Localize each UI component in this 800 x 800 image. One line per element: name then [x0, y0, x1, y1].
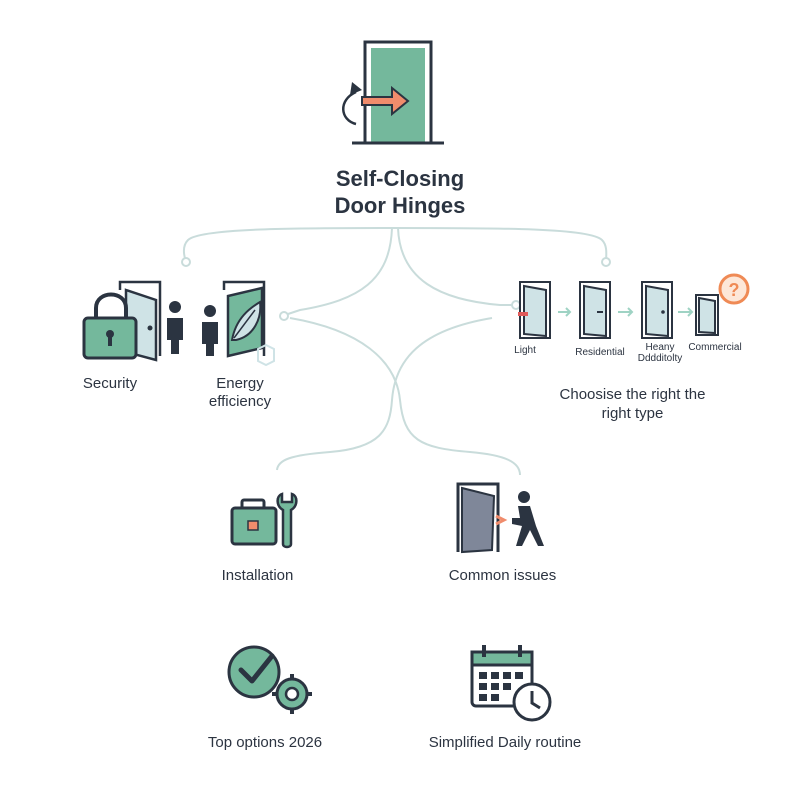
- security-label: Security: [82, 375, 138, 392]
- arrow-icon: [558, 307, 572, 317]
- door-type-heavy-icon: [641, 281, 673, 339]
- door-type-light-label: Light: [514, 345, 536, 356]
- connector-down-right: [289, 317, 521, 476]
- question-mark: ?: [729, 280, 740, 300]
- connector-lines: [183, 227, 608, 476]
- energy-label-line-2: efficiency: [208, 393, 272, 410]
- door-type-residential-icon: [579, 281, 611, 339]
- title-line-1: Self-Closing: [335, 166, 465, 191]
- connector-mid-right: [397, 227, 515, 306]
- common-issues-label: Common issues: [448, 567, 557, 584]
- question-badge-icon: ?: [718, 273, 750, 305]
- self-closing-door-icon: [342, 40, 444, 145]
- energy-efficiency-icon: [202, 280, 275, 367]
- connector-right-arc: [394, 227, 608, 263]
- connector-node: [511, 300, 521, 310]
- door-type-commercial-icon: [695, 294, 719, 336]
- arrow-icon: [678, 307, 694, 317]
- connector-down-left: [276, 317, 493, 471]
- security-icon: [82, 280, 183, 362]
- installation-icon: [230, 492, 298, 549]
- title-line-2: Door Hinges: [334, 193, 466, 218]
- connector-node: [601, 257, 611, 267]
- energy-label-line-1: Energy: [216, 375, 264, 392]
- top-options-icon: [227, 645, 312, 714]
- door-type-light-icon: [518, 281, 551, 339]
- connector-mid-left: [284, 227, 393, 316]
- door-type-heavy-label: Heany Dddditolty: [625, 342, 695, 364]
- door-type-heavy-line-1: Heany: [645, 342, 675, 353]
- calendar-clock-icon: [470, 645, 552, 722]
- energy-label: Energy efficiency: [180, 375, 300, 411]
- connector-left-arc: [183, 227, 396, 263]
- choose-type-line-2: right type: [601, 405, 664, 422]
- installation-label: Installation: [221, 567, 294, 584]
- door-type-residential-label: Residential: [575, 347, 625, 358]
- door-type-heavy-line-2: Dddditolty: [637, 353, 683, 364]
- choose-type-label: Choosise the right the right type: [520, 385, 745, 423]
- door-type-commercial-label: Commercial: [688, 342, 742, 353]
- arrow-icon: [618, 307, 634, 317]
- top-options-label: Top options 2026: [207, 734, 323, 751]
- choose-type-line-1: Choosise the right the: [559, 386, 706, 403]
- routine-label: Simplified Daily routine: [428, 734, 582, 751]
- page-title: Self-Closing Door Hinges: [250, 165, 550, 219]
- connector-node: [279, 311, 289, 321]
- common-issues-icon: [456, 482, 544, 554]
- connector-node: [181, 257, 191, 267]
